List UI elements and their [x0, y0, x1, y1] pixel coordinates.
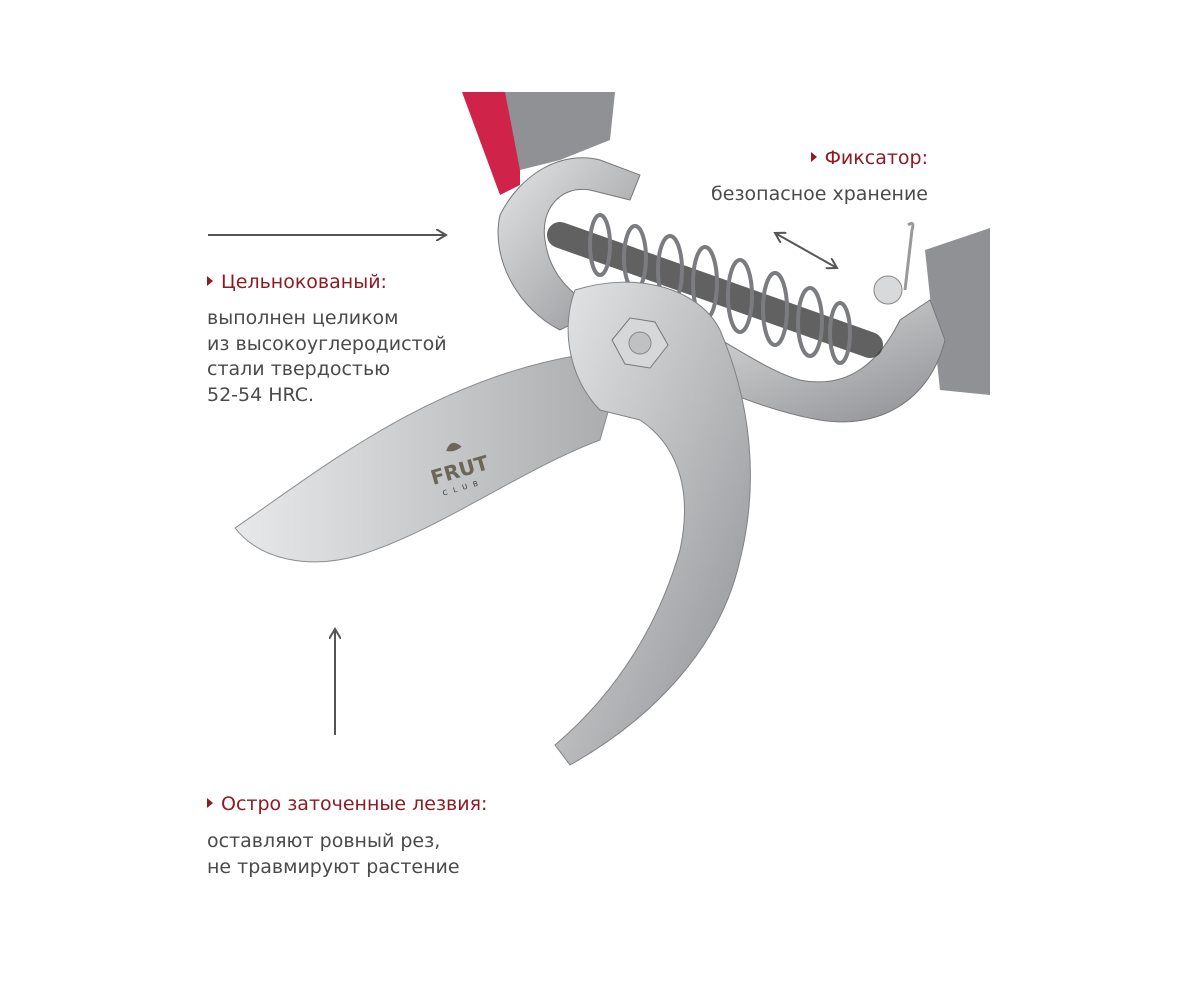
callout-line: безопасное хранение — [711, 183, 928, 205]
triangle-bullet-icon — [810, 151, 817, 162]
callout-lock-body: безопасное хранение — [711, 182, 928, 208]
red-handle — [462, 92, 615, 195]
arrow-double — [775, 233, 837, 268]
triangle-bullet-icon — [207, 797, 213, 808]
callout-title-text: Фиксатор: — [824, 147, 928, 169]
callout-line: 52-54 HRC. — [207, 383, 315, 406]
callout-forged-body: выполнен целиком из высокоуглеродистой с… — [207, 306, 447, 408]
callout-blades-title: Остро заточенные лезвия: — [207, 793, 487, 815]
callout-line: из высокоуглеродистой — [207, 332, 447, 355]
callout-line: выполнен целиком — [207, 307, 399, 329]
callout-title-text: Цельнокованый: — [221, 271, 387, 293]
callout-forged-title: Цельнокованый: — [207, 271, 387, 293]
callout-line: стали твердостью — [207, 358, 391, 380]
upper-arm — [497, 157, 641, 331]
upper-blade — [234, 354, 621, 563]
callout-line: не травмируют растение — [207, 855, 460, 878]
lower-arm — [639, 299, 946, 423]
callout-line: оставляют ровный рез, — [207, 830, 441, 852]
callout-title-text: Остро заточенные лезвия: — [221, 793, 488, 815]
lower-blade — [554, 281, 751, 766]
pivot-bolt — [611, 317, 669, 369]
callout-blades-body: оставляют ровный рез, не травмируют раст… — [207, 829, 460, 880]
triangle-bullet-icon — [207, 275, 213, 286]
callout-lock-title: Фиксатор: — [810, 147, 928, 169]
lock-latch — [873, 221, 915, 305]
